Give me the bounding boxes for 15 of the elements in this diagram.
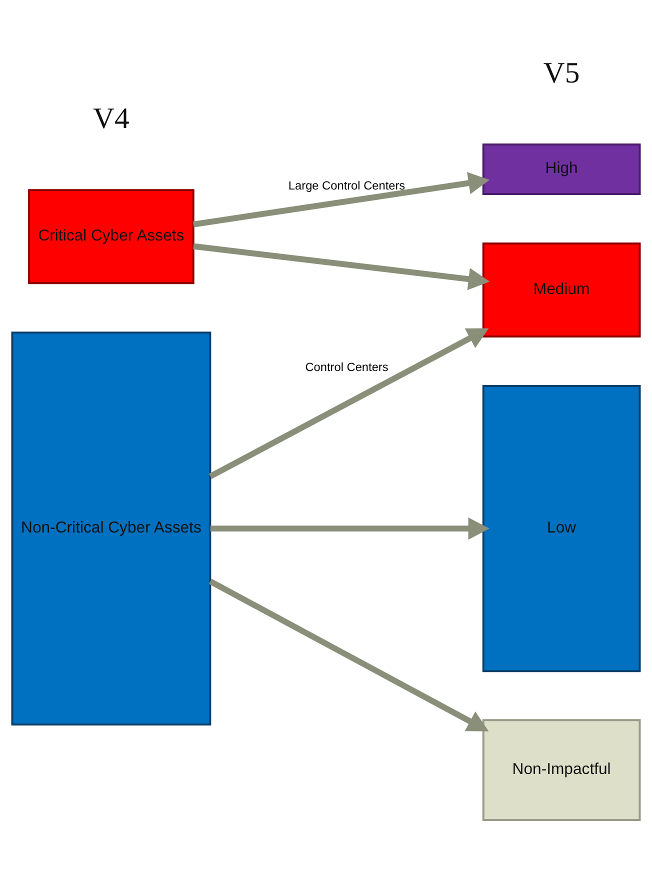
arrow <box>210 517 490 540</box>
arrow <box>193 243 490 290</box>
label: V4 <box>93 103 130 136</box>
node-box: Medium <box>482 242 641 338</box>
arrow <box>208 328 489 479</box>
edge-label: Control Centers <box>305 360 388 374</box>
node-box: Non-Critical Cyber Assets <box>11 332 212 726</box>
node-box: High <box>482 144 641 196</box>
label: V5 <box>543 58 580 90</box>
node-box: Critical Cyber Assets <box>28 189 194 284</box>
node-box: Non-Impactful <box>482 719 641 822</box>
arrow <box>192 172 490 228</box>
edge-label: Large Control Centers <box>288 178 406 193</box>
node-box: Low <box>482 385 641 672</box>
arrow <box>208 578 489 732</box>
